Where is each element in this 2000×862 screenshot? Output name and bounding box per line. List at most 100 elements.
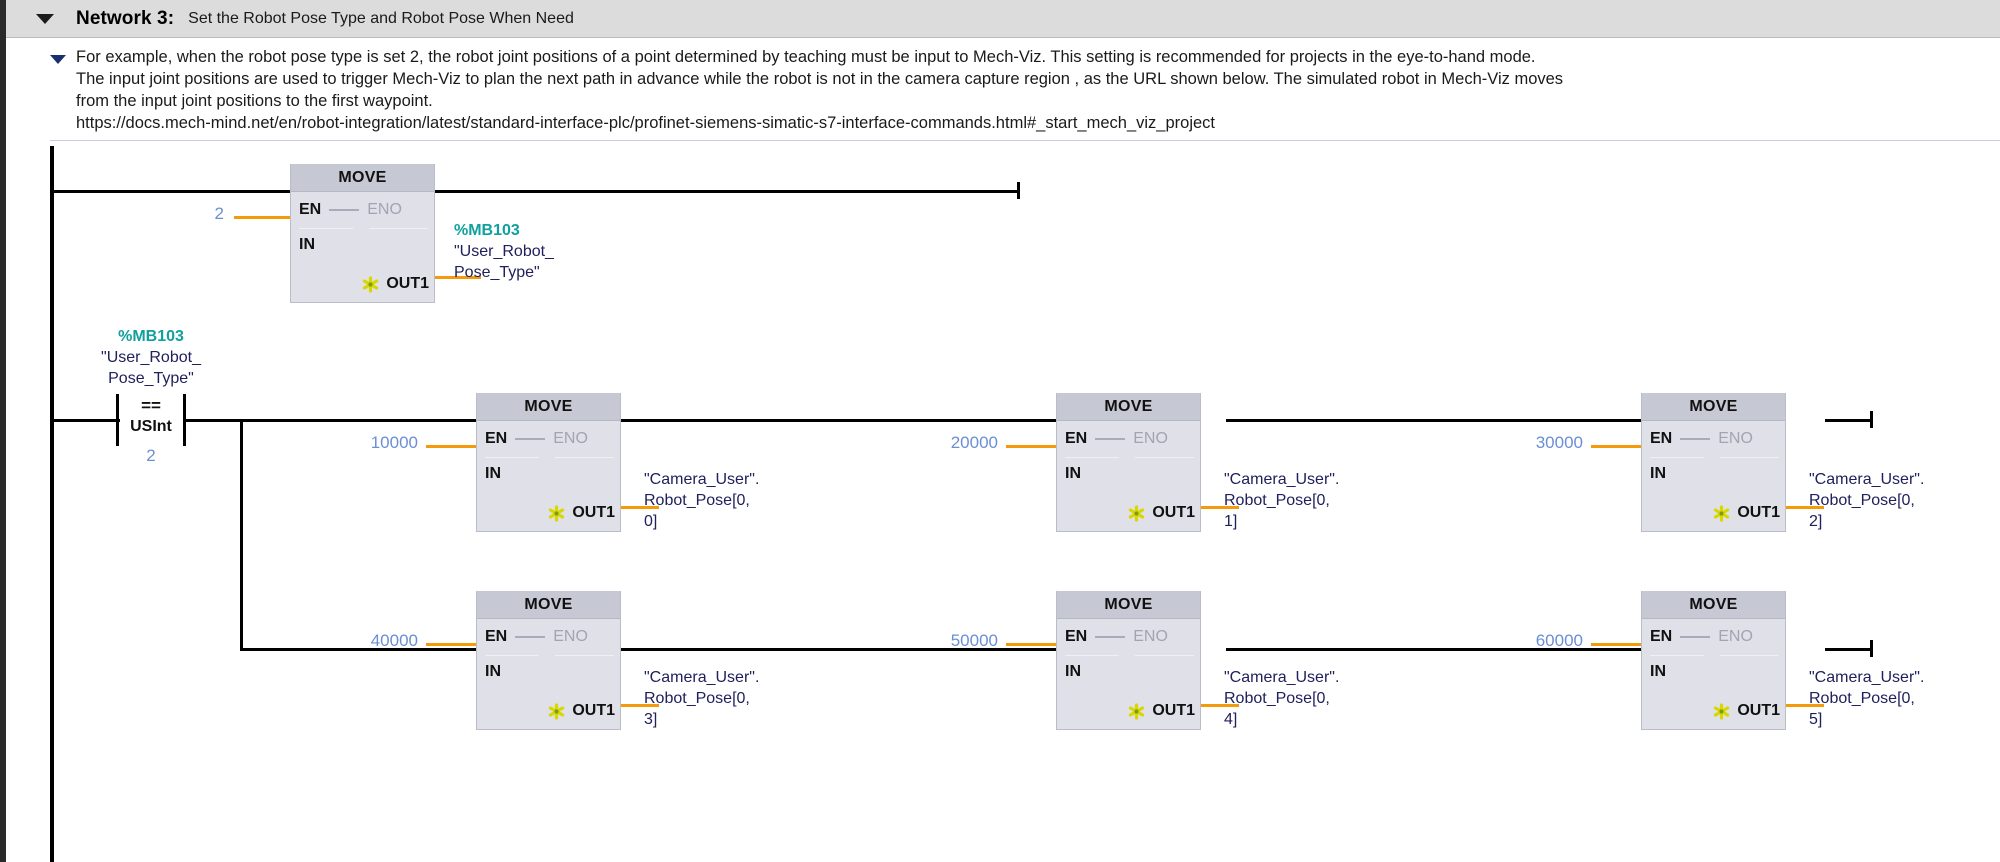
asterisk-modified-icon	[1713, 504, 1730, 522]
move-5-out-operand[interactable]: "Camera_User". Robot_Pose[0, 3]	[644, 667, 759, 730]
move-5-out-lead	[621, 704, 659, 707]
compare-value[interactable]: 2	[146, 446, 156, 465]
network-collapse-icon[interactable]	[36, 13, 54, 24]
pin-in-label: IN	[1065, 663, 1081, 680]
compare-contact-label[interactable]: %MB103 "User_Robot_ Pose_Type"	[51, 326, 251, 389]
compare-operand-line1: "User_Robot_	[101, 349, 201, 366]
move-row-en: EN ENO	[1057, 421, 1202, 457]
move-separator-left	[1065, 457, 1119, 458]
pin-in-label: IN	[1650, 465, 1666, 482]
move-row-in: IN	[1057, 657, 1202, 687]
network-title: Network 3:	[76, 7, 175, 29]
move-7-in-value[interactable]: 60000	[1535, 631, 1583, 650]
move-row-out: OUT1	[291, 270, 436, 298]
move-separator-left	[1650, 457, 1704, 458]
move-separator-left	[485, 457, 539, 458]
subrung-a-wire-3	[1226, 419, 1680, 422]
move-block-body: EN ENO IN	[477, 619, 620, 729]
pin-in-label: IN	[1650, 663, 1666, 680]
move-4-in-lead	[1591, 445, 1641, 448]
move-block-title: MOVE	[477, 591, 620, 619]
power-rail	[50, 146, 54, 862]
pin-out1-label: OUT1	[572, 702, 615, 719]
move-7-out-line2: Robot_Pose[0,	[1809, 690, 1915, 707]
comment-line-2: The input joint positions are used to tr…	[76, 70, 1564, 88]
comment-body[interactable]: For example, when the robot pose type is…	[76, 46, 1563, 134]
pin-in-label: IN	[299, 236, 315, 253]
move-separator-right	[1720, 457, 1779, 458]
move-block-5[interactable]: MOVE EN ENO IN	[476, 591, 621, 730]
pin-eno-label: ENO	[1133, 430, 1168, 447]
compare-datatype: USInt	[130, 418, 172, 435]
move-3-out-lead	[1201, 506, 1239, 509]
move-1-out-address: %MB103	[454, 222, 520, 239]
move-6-out-operand[interactable]: "Camera_User". Robot_Pose[0, 4]	[1224, 667, 1339, 730]
move-2-out-line2: Robot_Pose[0,	[644, 492, 750, 509]
pin-en-label: EN	[1065, 628, 1088, 645]
move-block-title: MOVE	[1057, 393, 1200, 421]
move-block-7[interactable]: MOVE EN ENO IN	[1641, 591, 1786, 730]
pin-in-label: IN	[1065, 465, 1081, 482]
subrung-b-wire-4	[1825, 648, 1873, 651]
move-5-out-line1: "Camera_User".	[644, 669, 760, 686]
move-row-in: IN	[1057, 459, 1202, 489]
move-5-in-value[interactable]: 40000	[370, 631, 418, 650]
move-separator-right	[369, 228, 428, 229]
move-3-out-operand[interactable]: "Camera_User". Robot_Pose[0, 1]	[1224, 469, 1339, 532]
compare-operator: ==	[141, 396, 161, 415]
move-row-out: OUT1	[1057, 697, 1202, 725]
pin-out1-label: OUT1	[1737, 702, 1780, 719]
subrung-b-wire-3	[1226, 648, 1680, 651]
move-row-en: EN ENO	[477, 619, 622, 655]
en-eno-connector	[1680, 636, 1711, 638]
move-separator-right	[1135, 457, 1194, 458]
move-1-in-value[interactable]: 2	[214, 204, 224, 223]
move-2-out-operand[interactable]: "Camera_User". Robot_Pose[0, 0]	[644, 469, 759, 532]
move-row-en: EN ENO	[1642, 421, 1787, 457]
comment-collapse-icon[interactable]	[50, 55, 66, 64]
move-2-in-value[interactable]: 10000	[370, 433, 418, 452]
subrung-a-wire-4	[1825, 419, 1873, 422]
move-block-title: MOVE	[1057, 591, 1200, 619]
comment-divider	[50, 140, 2000, 141]
move-separator-right	[1720, 655, 1779, 656]
network-comment: For example, when the robot pose type is…	[6, 38, 2000, 140]
network-header[interactable]: Network 3: Set the Robot Pose Type and R…	[6, 0, 2000, 38]
network-subtitle: Set the Robot Pose Type and Robot Pose W…	[188, 9, 574, 27]
move-6-in-value[interactable]: 50000	[950, 631, 998, 650]
move-3-out-line2: Robot_Pose[0,	[1224, 492, 1330, 509]
move-7-out-operand[interactable]: "Camera_User". Robot_Pose[0, 5]	[1809, 667, 1924, 730]
move-separator-right	[555, 655, 614, 656]
move-block-3[interactable]: MOVE EN ENO IN	[1056, 393, 1201, 532]
move-block-1[interactable]: MOVE EN ENO IN	[290, 164, 435, 303]
move-block-6[interactable]: MOVE EN ENO IN	[1056, 591, 1201, 730]
pin-eno-label: ENO	[553, 430, 588, 447]
move-4-in-value[interactable]: 30000	[1535, 433, 1583, 452]
move-7-out-lead	[1786, 704, 1824, 707]
en-eno-connector	[515, 636, 546, 638]
subrung-b-wire-2	[621, 648, 1081, 651]
en-eno-connector	[515, 438, 546, 440]
move-3-in-value[interactable]: 20000	[950, 433, 998, 452]
pin-eno-label: ENO	[1133, 628, 1168, 645]
move-block-4[interactable]: MOVE EN ENO IN	[1641, 393, 1786, 532]
move-separator-left	[485, 655, 539, 656]
move-1-out-operand[interactable]: %MB103 "User_Robot_ Pose_Type"	[454, 220, 554, 283]
en-eno-connector	[1095, 438, 1126, 440]
move-row-in: IN	[477, 657, 622, 687]
move-2-out-line1: "Camera_User".	[644, 471, 760, 488]
pin-eno-label: ENO	[1718, 628, 1753, 645]
pin-out1-label: OUT1	[1737, 504, 1780, 521]
move-block-body: EN ENO IN	[477, 421, 620, 531]
move-row-en: EN ENO	[1057, 619, 1202, 655]
move-block-2[interactable]: MOVE EN ENO IN	[476, 393, 621, 532]
subrung-b-wire-1	[240, 648, 476, 651]
pin-out1-label: OUT1	[1152, 702, 1195, 719]
move-4-out-operand[interactable]: "Camera_User". Robot_Pose[0, 2]	[1809, 469, 1924, 532]
asterisk-modified-icon	[1128, 504, 1145, 522]
rung1-wire-from-eno	[435, 190, 1020, 193]
compare-operand-line2: Pose_Type"	[108, 370, 194, 387]
comment-url[interactable]: https://docs.mech-mind.net/en/robot-inte…	[76, 114, 1215, 132]
move-row-out: OUT1	[1642, 697, 1787, 725]
pin-in-label: IN	[485, 663, 501, 680]
